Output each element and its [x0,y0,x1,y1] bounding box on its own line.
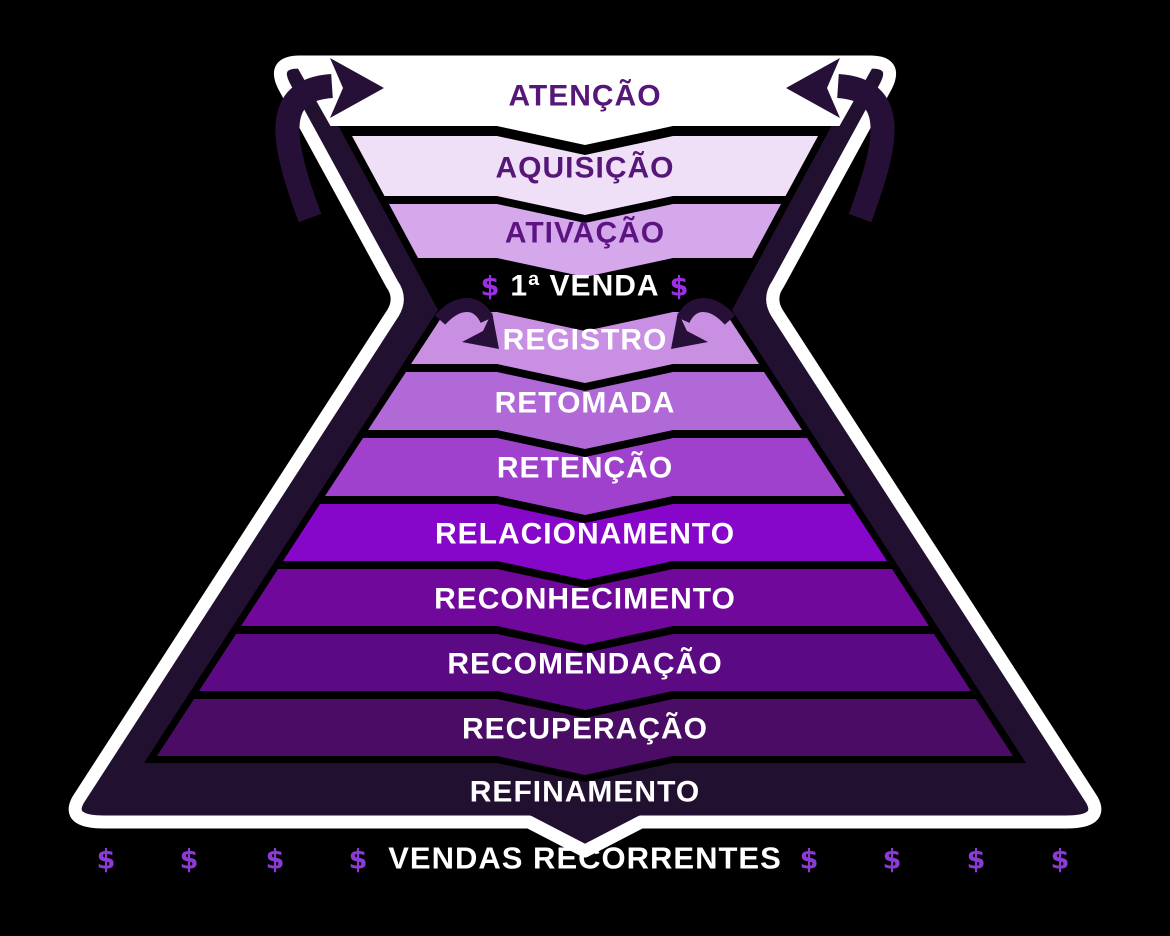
curved-arrow-waist-left-icon [434,298,499,349]
stage-label-atencao: ATENÇÃO [508,79,661,113]
stage-label-aquisicao: AQUISIÇÃO [495,151,674,185]
curved-arrow-waist-right-icon [671,298,736,349]
dollar-symbol: $ [883,845,902,876]
dollar-symbol: $ [266,845,285,876]
stage-label-reconhecimento: RECONHECIMENTO [434,583,736,616]
dollar-symbol-waist-right: $ [670,272,689,303]
band-atencao [292,58,878,145]
band-aquisicao [352,136,818,215]
stage-label-ativacao: ATIVAÇÃO [505,216,665,250]
dollar-symbol: $ [800,845,819,876]
stage-label-retencao: RETENÇÃO [497,451,673,485]
curved-arrow-top-left-icon [275,58,384,223]
dollar-symbol: $ [97,845,116,876]
dollar-symbol: $ [1051,845,1070,876]
stage-label-registro: REGISTRO [503,324,668,357]
band-relacionamento [283,504,887,580]
stage-label-retomada: RETOMADA [495,387,676,420]
stage-label-refinamento: REFINAMENTO [470,776,700,809]
band-recuperacao [157,699,1013,775]
base-label-vendas-recorrentes: VENDAS RECORRENTES [388,841,782,876]
dollar-symbol: $ [180,845,199,876]
stage-label-recomendacao: RECOMENDAÇÃO [447,647,722,681]
band-retencao [325,438,845,515]
stage-label-recuperacao: RECUPERAÇÃO [462,712,708,746]
band-registro [411,312,759,383]
band-ativacao [389,204,781,277]
curved-arrow-top-right-icon [786,58,895,223]
stage-label-relacionamento: RELACIONAMENTO [435,518,735,551]
band-recomendacao [199,634,971,710]
stage-label-primeira-venda: 1ª VENDA [510,270,659,303]
band-retomada [368,372,802,449]
dollar-symbol-waist-left: $ [481,272,500,303]
dollar-symbol: $ [349,845,368,876]
dollar-symbol: $ [967,845,986,876]
band-reconhecimento [241,569,929,645]
